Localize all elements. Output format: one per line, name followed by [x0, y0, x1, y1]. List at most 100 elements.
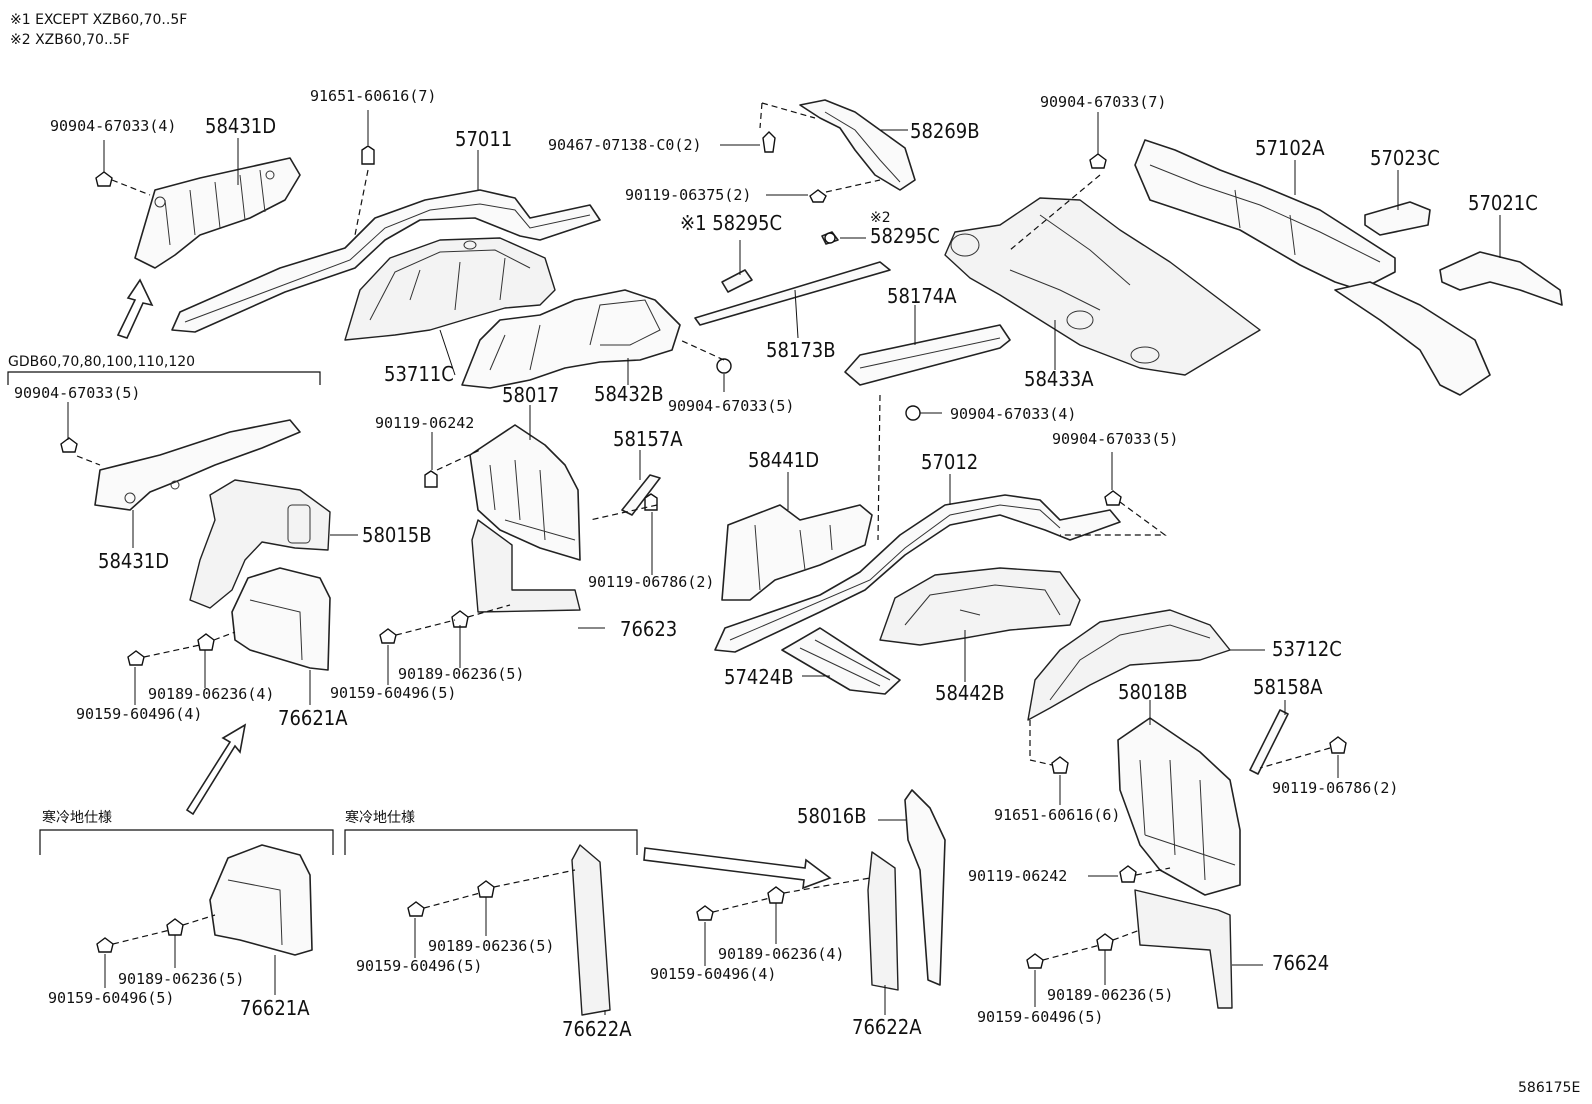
part-57012-frame [714, 494, 1121, 653]
label-90467-07138: 90467-07138-C0(2) [548, 136, 702, 154]
label-90904-67033-4-top: 90904-67033(4) [50, 117, 176, 135]
label-90189-06236-4-left: 90189-06236(4) [148, 685, 274, 703]
label-76622A-c3: 76622A [852, 1015, 922, 1039]
part-76624 [1134, 889, 1233, 1009]
label-90159-60496-5-c2: 90159-60496(5) [356, 957, 482, 975]
label-58269B: 58269B [910, 119, 980, 143]
label-58431D-mid: 58431D [98, 549, 169, 573]
part-76621A-bottom [209, 844, 313, 956]
label-58295C-2-mark: ※2 [870, 210, 891, 226]
label-90159-60496-5-br: 90159-60496(5) [977, 1008, 1103, 1026]
label-58015B: 58015B [362, 523, 432, 547]
part-58432B [461, 289, 681, 389]
label-90119-06375: 90119-06375(2) [625, 186, 751, 204]
label-57424B: 57424B [724, 665, 794, 689]
assembly-lines [76, 102, 1331, 961]
label-90904-67033-5-right: 90904-67033(5) [1052, 430, 1178, 448]
label-57011: 57011 [455, 127, 512, 151]
label-58158A: 58158A [1253, 675, 1323, 699]
label-57102A: 57102A [1255, 136, 1325, 160]
label-57012: 57012 [921, 450, 978, 474]
arrow-right-bottom [643, 847, 832, 890]
part-57102A [1134, 139, 1396, 291]
part-58173B [694, 261, 891, 326]
part-57011-frame [171, 189, 601, 333]
label-58018B: 58018B [1118, 680, 1188, 704]
label-76624: 76624 [1272, 951, 1329, 975]
label-90159-60496-5-c1: 90159-60496(5) [48, 989, 174, 1007]
label-76621A-top: 76621A [278, 706, 348, 730]
label-58432B: 58432B [594, 382, 664, 406]
label-90189-06236-5-c1: 90189-06236(5) [118, 970, 244, 988]
label-76622A-c2: 76622A [562, 1017, 632, 1041]
part-58431D-top [134, 157, 301, 269]
label-58433A: 58433A [1024, 367, 1094, 391]
label-91651-60616-6: 91651-60616(6) [994, 806, 1120, 824]
diagram-id: 586175E [1518, 1080, 1580, 1096]
label-53711C: 53711C [384, 362, 454, 386]
label-58157A: 58157A [613, 427, 683, 451]
part-58015B [189, 479, 331, 609]
label-90159-60496-4-c3: 90159-60496(4) [650, 965, 776, 983]
part-53712C [1027, 609, 1231, 721]
part-58433A [944, 197, 1261, 376]
label-gdb-header: GDB60,70,80,100,110,120 [8, 354, 195, 370]
part-53711C [344, 237, 556, 341]
arrow-up-bottom [185, 723, 247, 816]
label-58295C-1: ※1 58295C [680, 211, 782, 235]
label-90119-06786-2-right: 90119-06786(2) [1272, 779, 1398, 797]
label-90904-67033-5-mid: 90904-67033(5) [668, 397, 794, 415]
part-57102A-lower [1334, 281, 1491, 396]
leader-lines [67, 110, 1501, 1015]
label-90189-06236-5-c2: 90189-06236(5) [428, 937, 554, 955]
label-90189-06236-5-br: 90189-06236(5) [1047, 986, 1173, 1004]
label-57023C: 57023C [1370, 146, 1440, 170]
part-76623 [471, 519, 581, 613]
part-58157A [621, 474, 661, 516]
part-76622A-center [571, 844, 611, 1016]
label-58017: 58017 [502, 383, 559, 407]
part-57021C [1439, 251, 1563, 306]
label-58174A: 58174A [887, 284, 957, 308]
label-90904-67033-5-left: 90904-67033(5) [14, 384, 140, 402]
label-58295C-2: 58295C [870, 224, 940, 248]
label-90119-06242-right: 90119-06242 [968, 867, 1067, 885]
label-90159-60496-5-mid: 90159-60496(5) [330, 684, 456, 702]
label-90119-06786-2-mid: 90119-06786(2) [588, 573, 714, 591]
label-58016B: 58016B [797, 804, 867, 828]
label-90904-67033-4-mid: 90904-67033(4) [950, 405, 1076, 423]
label-53712C: 53712C [1272, 637, 1342, 661]
part-58018B [1117, 717, 1241, 896]
part-76622A-right [867, 851, 899, 991]
label-90119-06242-top: 90119-06242 [375, 414, 474, 432]
part-58174A [844, 324, 1011, 386]
arrow-up-top [116, 278, 154, 339]
label-57021C: 57021C [1468, 191, 1538, 215]
part-57424B [781, 627, 901, 695]
label-76623: 76623 [620, 617, 677, 641]
note-xzb: ※2 XZB60,70..5F [10, 32, 130, 48]
label-cold-spec-1: 寒冷地仕様 [42, 809, 112, 826]
label-90159-60496-4-left: 90159-60496(4) [76, 705, 202, 723]
note-except: ※1 EXCEPT XZB60,70..5F [10, 12, 187, 28]
bracket-cold-1 [39, 829, 334, 855]
label-90189-06236-4-c3: 90189-06236(4) [718, 945, 844, 963]
part-58441D [721, 504, 873, 601]
label-76621A-bot: 76621A [240, 996, 310, 1020]
label-cold-spec-2: 寒冷地仕様 [345, 809, 415, 826]
label-90189-06236-5-mid: 90189-06236(5) [398, 665, 524, 683]
label-58431D-top: 58431D [205, 114, 276, 138]
label-58173B: 58173B [766, 338, 836, 362]
label-90904-67033-7: 90904-67033(7) [1040, 93, 1166, 111]
part-58269B [799, 99, 916, 191]
part-58016B [904, 789, 946, 986]
part-58442B [879, 567, 1081, 646]
part-76621A-top [231, 567, 331, 671]
bracket-gdb [7, 371, 321, 385]
label-58441D: 58441D [748, 448, 819, 472]
part-58431D-mid [94, 419, 301, 511]
label-91651-60616-7: 91651-60616(7) [310, 87, 436, 105]
bracket-cold-2 [344, 829, 638, 855]
